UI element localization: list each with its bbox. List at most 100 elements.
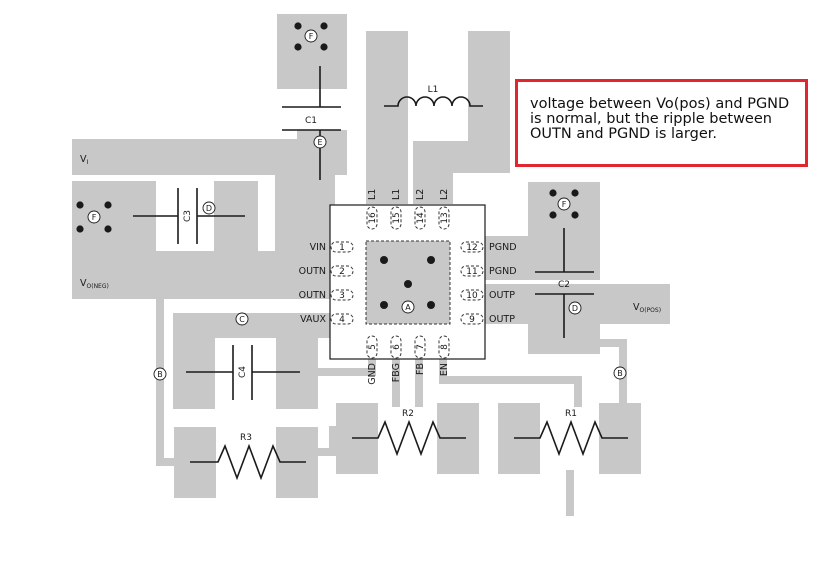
pin-pad [414, 335, 426, 359]
net-label-vo-pos: VO(POS) [633, 302, 661, 314]
l2-strip-down [413, 141, 453, 204]
net-label-vi: VI [80, 154, 89, 166]
svg-text:C: C [239, 315, 245, 324]
ic-pin-left: 3 OUTN [299, 289, 354, 301]
via-icon [294, 43, 302, 51]
pin-pad [390, 335, 402, 359]
trace-en [439, 348, 582, 407]
pin-number: 3 [339, 291, 345, 301]
pin-number: 6 [392, 344, 402, 350]
via-icon [549, 189, 557, 197]
trace-b-right [586, 339, 627, 407]
via-group-c3 [76, 201, 112, 233]
via-icon [320, 22, 328, 30]
l1-coil [384, 96, 483, 107]
via-icon [76, 201, 84, 209]
pin-name: OUTN [299, 266, 326, 277]
pin-pad [460, 241, 484, 253]
label-r1: R1 [565, 409, 577, 419]
r2-zigzag [352, 419, 466, 457]
pin-name: OUTN [299, 290, 326, 301]
pin-name: VAUX [300, 314, 326, 325]
ic-pin-right: 10 OUTP [460, 289, 515, 301]
marker-a: A [401, 300, 415, 314]
pin-pad [330, 241, 354, 253]
pin-pad [390, 206, 402, 230]
vin-path [275, 175, 335, 251]
pin-number: 10 [466, 291, 478, 301]
label-c2: C2 [558, 280, 570, 290]
component-labels: L1 C1 C2 C3 C4 R1 R2 R3 [183, 85, 577, 443]
pin-number: 2 [339, 267, 345, 277]
pin-number: 8 [440, 344, 450, 350]
marker-f-c2: F [557, 197, 571, 211]
pin-pad [414, 206, 426, 230]
marker-b-left: B [153, 367, 167, 381]
pin-pad [330, 289, 354, 301]
pin-number: 13 [440, 212, 450, 223]
svg-text:F: F [92, 213, 97, 222]
pin-pad [330, 313, 354, 325]
net-label-vo-neg: VO(NEG) [80, 278, 109, 290]
pin-number: 9 [469, 315, 475, 325]
marker-f-c1: F [304, 29, 318, 43]
marker-f-c3: F [87, 210, 101, 224]
pin-name: OUTP [489, 290, 515, 301]
via-icon [380, 301, 388, 309]
via-icon [104, 225, 112, 233]
via-icon [294, 22, 302, 30]
svg-text:B: B [157, 370, 163, 379]
marker-b-right: B [613, 366, 627, 380]
trace-gnd [314, 426, 337, 456]
via-icon [571, 189, 579, 197]
label-c4: C4 [238, 366, 248, 378]
markers: F E F D F D A C [87, 29, 627, 381]
via-icon [404, 280, 412, 288]
via-icon [427, 256, 435, 264]
svg-text:B: B [617, 369, 623, 378]
svg-text:D: D [572, 304, 578, 313]
pin-name: L2 [439, 189, 450, 200]
ic-pin-bottom: 8EN [438, 335, 450, 376]
vi-plane [72, 139, 347, 175]
svg-text:F: F [309, 32, 314, 41]
net-labels: VI VO(NEG) VO(POS) [80, 154, 661, 314]
ic-pin-right: 11 PGND [460, 265, 517, 277]
marker-c: C [235, 312, 249, 326]
pad-c4-left [173, 313, 215, 409]
label-l1: L1 [428, 85, 439, 95]
via-icon [571, 211, 579, 219]
pin-number: 7 [416, 344, 426, 350]
via-icon [427, 301, 435, 309]
pin-pad [460, 289, 484, 301]
pin-name: EN [439, 363, 450, 376]
ic-pin-top: 13 L2 [438, 189, 450, 230]
traces [156, 295, 627, 516]
via-group-c1 [294, 22, 328, 51]
pin-number: 12 [466, 243, 477, 253]
svg-text:E: E [317, 138, 322, 147]
pad-c4-right [276, 337, 318, 409]
ic-pin-left: 2 OUTN [299, 265, 354, 277]
via-group-c2 [549, 189, 579, 219]
r3-zigzag [190, 443, 306, 481]
pin-pad [366, 335, 378, 359]
r1-zigzag [514, 419, 628, 457]
pad-c1-top [277, 14, 347, 89]
pin-number: 11 [466, 267, 477, 277]
label-r3: R3 [240, 433, 252, 443]
marker-d-c2: D [568, 301, 582, 315]
marker-e: E [313, 135, 327, 149]
pin-name: PGND [489, 266, 517, 277]
svg-text:D: D [206, 204, 212, 213]
